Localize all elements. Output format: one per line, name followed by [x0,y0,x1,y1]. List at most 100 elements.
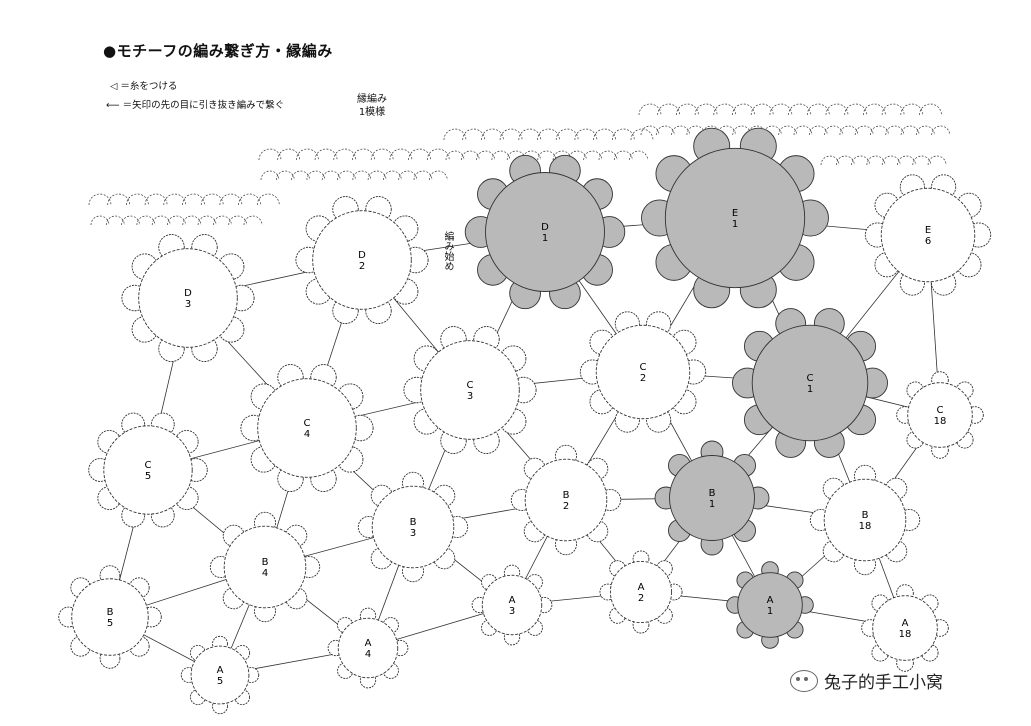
motif-c18: C18 [896,371,984,459]
motif-letter: C [304,418,311,429]
edging-scallop [88,193,112,206]
motif-b3: B3 [357,471,469,583]
motif-number: 3 [467,391,473,402]
motif-body [524,458,608,542]
edging-scallop [275,170,295,181]
edging-scallop [136,215,156,226]
motif-e6: E6 [864,174,992,296]
motif-e1: E1 [641,127,829,309]
edging-scallop [383,170,402,181]
edging-scallop [574,128,598,141]
motif-d1: D1 [464,154,626,310]
motif-b2: B2 [510,444,622,556]
legend-attach-thread: ◁ ＝糸をつける [110,81,178,92]
edging-scallop [750,103,774,116]
motif-body [880,187,976,283]
edging-scallop [121,215,140,226]
edging-scallop [352,170,372,181]
edging-scallop [598,150,618,161]
edging-scallop [389,148,413,161]
edge-pattern-label: 縁編み 1模様 [352,93,392,119]
motif-body [669,455,755,541]
edging-scallop [476,150,495,161]
edging-scallop [243,215,263,226]
motif-number: 4 [304,429,310,440]
edging-scallop [897,155,916,166]
motif-body [138,248,238,348]
edging-scallop [881,103,905,116]
edging-scallop [537,128,560,141]
motif-c1: C1 [732,308,888,458]
motif-c5: C5 [88,412,208,528]
motif-letter: B [563,490,570,501]
motif-a18: A18 [861,584,949,672]
edging-scallop [321,170,341,181]
motif-letter: C [807,373,814,384]
edging-scallop [277,148,301,161]
edging-scallop [491,150,511,161]
edging-scallop [555,128,579,141]
motif-number: 4 [262,568,268,579]
motif-letter: A [217,665,224,676]
motif-body [223,525,307,609]
edging-scallop [333,148,357,161]
edging-scallop [258,148,282,161]
edging-scallop [839,125,859,136]
edging-scallop [291,170,310,181]
motif-body [371,485,455,569]
edging-scallop [640,125,660,136]
edging-scallop [352,148,375,161]
legend-join: ⟵ ＝矢印の先の目に引き抜き編みで繋ぐ [106,97,284,111]
edging-scallop [717,125,736,136]
motif-body [420,340,520,440]
motif-b18: B18 [809,464,921,576]
edging-scallop [778,125,798,136]
edging-scallop [413,170,433,181]
edging-scallop [611,128,635,141]
motif-letter: E [732,208,738,219]
motif-a2: A2 [599,550,683,634]
motif-letter: A [365,638,372,649]
edging-scallop [788,103,811,116]
edging-scallop [367,170,387,181]
edging-scallop [443,128,467,141]
motif-a1: A1 [726,561,814,649]
motif-letter: D [358,250,366,261]
edging-scallop [793,125,813,136]
edging-scallop [866,155,886,166]
motif-letter: C [640,362,647,373]
motif-letter: C [145,460,152,471]
edging-scallop [657,103,681,116]
edging-scallop [163,193,187,206]
edging-scallop [824,125,843,136]
edging-scallop [912,155,932,166]
edging-scallop [825,103,849,116]
motif-body [609,560,673,624]
motif-body [257,378,357,478]
motif-c3: C3 [403,326,537,454]
motif-letter: E [925,225,931,236]
motif-number: 2 [640,373,646,384]
edging-scallop [671,125,690,136]
motif-number: 1 [542,233,548,244]
motif-number: 1 [767,606,773,617]
edging-scallop [916,125,935,136]
edging-scallop [182,215,202,226]
motif-body [71,578,149,656]
motif-letter: A [638,582,645,593]
motif-body [737,572,803,638]
edging-scallop [238,193,261,206]
edging-scallop [537,150,557,161]
motif-body [872,595,938,661]
motif-body [190,645,250,705]
motif-number: 5 [107,618,113,629]
edging-scallop [630,128,654,141]
motif-number: 3 [185,299,191,310]
edging-scallop [219,193,243,206]
edging-scallop [481,128,504,141]
motif-b5: B5 [58,565,162,669]
edging-scallop [900,103,924,116]
edging-scallop [306,170,326,181]
edging-scallop [808,125,828,136]
